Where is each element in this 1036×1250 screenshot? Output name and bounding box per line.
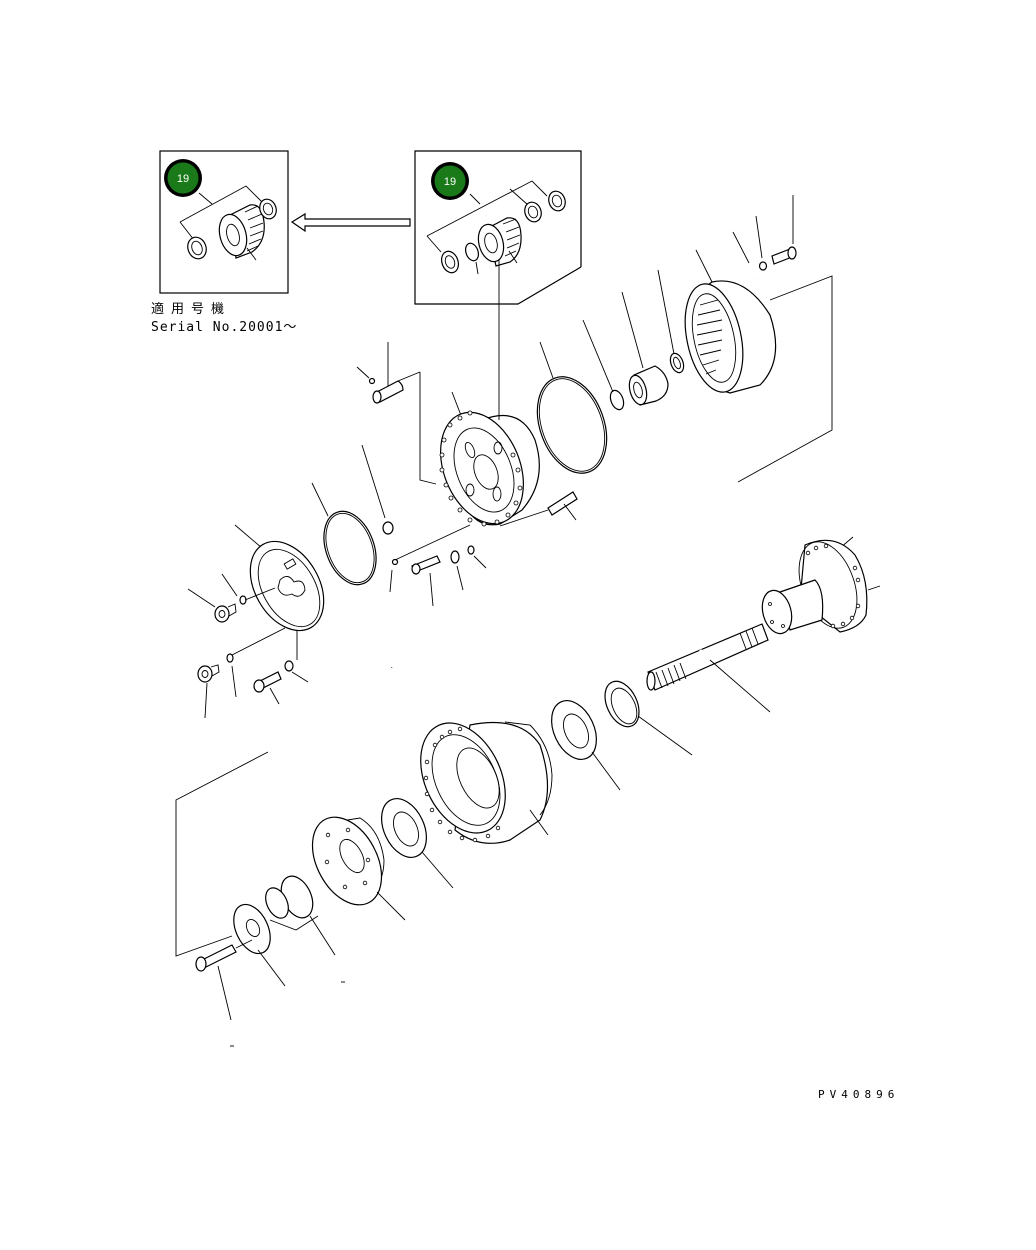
stud-icon [499, 491, 578, 527]
arrow-left-icon [290, 212, 411, 233]
badge-number: 19 [444, 176, 456, 188]
inset-left: 19 [159, 150, 289, 294]
shaft-flange-icon [761, 536, 881, 635]
axle-shaft-icon [646, 623, 771, 713]
thrust-washer-icon [265, 875, 336, 956]
o-ring-icon [536, 341, 608, 474]
drawing-code: PV40896 [818, 1088, 900, 1101]
bolt-icon [253, 671, 282, 705]
applicable-serial-caption-jp: 適用号機 [151, 302, 232, 317]
cover-plate-icon [234, 524, 325, 632]
ring-gear-icon [684, 249, 833, 483]
roller-bearing-icon [621, 291, 669, 406]
o-ring-icon [311, 482, 377, 586]
callout-badge-19-left[interactable]: 19 [164, 159, 202, 197]
plug-icon [197, 664, 220, 719]
bolt-icon [771, 195, 797, 265]
retainer-plate-icon [233, 903, 286, 987]
hub-housing-icon [420, 721, 553, 844]
planet-carrier-icon [311, 816, 406, 921]
roller-bearing-icon [381, 798, 454, 889]
bearing-cage-icon [218, 204, 265, 259]
badge-number: 19 [177, 173, 189, 185]
bearing-race-icon [604, 680, 693, 756]
applicable-serial-caption: Serial No.20001～ [151, 320, 298, 335]
plug-icon [187, 588, 237, 623]
callout-badge-19-right[interactable]: 19 [431, 162, 469, 200]
dowel-pin-icon [356, 366, 421, 404]
inset-right: 19 [414, 150, 582, 400]
seal-icon [187, 236, 207, 260]
bolt-icon [195, 939, 253, 1021]
svg-text:.: . [390, 663, 394, 670]
carrier-housing-icon [387, 342, 540, 527]
seal-icon [259, 198, 277, 220]
roller-bearing-icon [551, 700, 621, 791]
